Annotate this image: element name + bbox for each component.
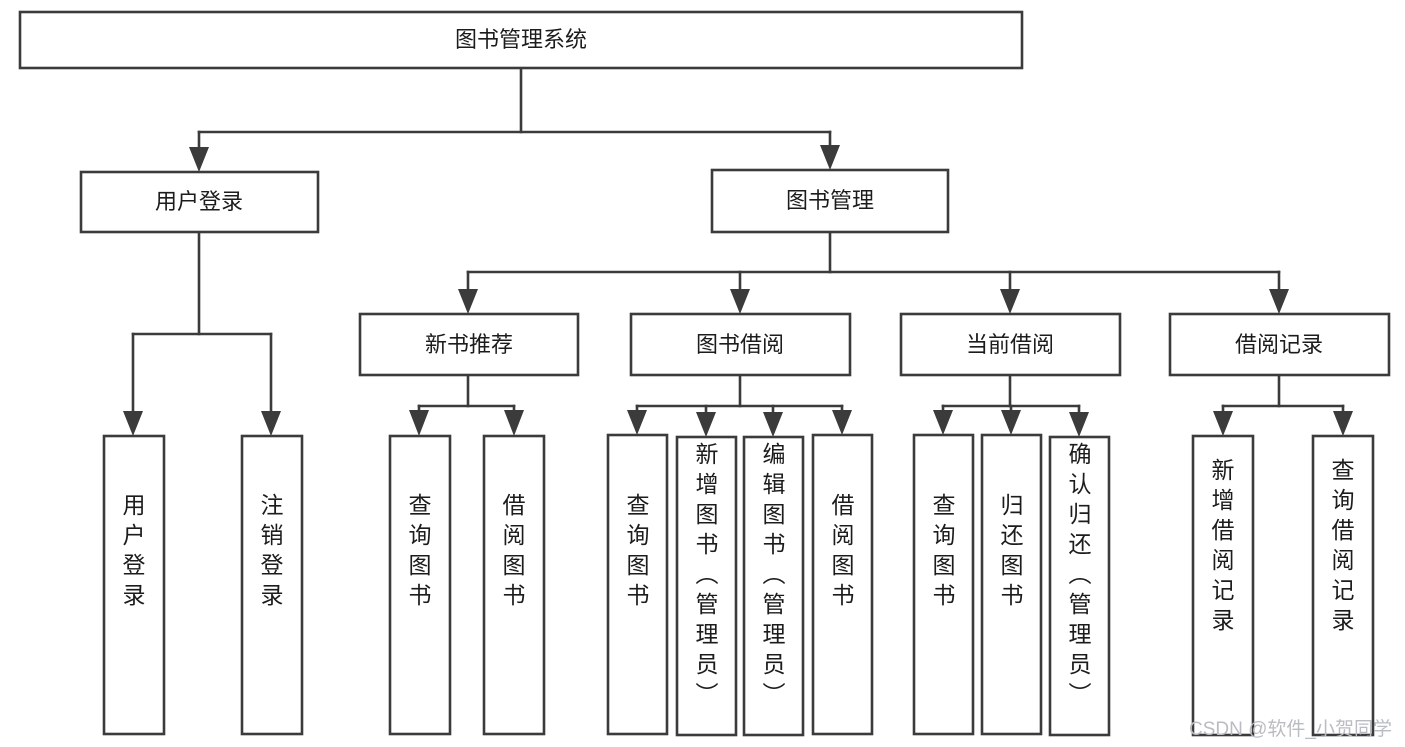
node-leaf-return-book[interactable]: 归还图书 [980, 433, 1043, 736]
node-leaf-add-record-label: 新增借阅记录 [1212, 457, 1235, 633]
node-leaf-logout-login-box[interactable] [240, 434, 304, 736]
node-current-borrow[interactable]: 当前借阅 [899, 312, 1122, 377]
arrow-head-nbr-leaf-1 [409, 410, 429, 436]
node-leaf-confirm-return-label: 确认归还︵管理员︶ [1069, 441, 1092, 707]
node-leaf-query-book-2[interactable]: 查询图书 [606, 433, 669, 736]
node-book-borrow-box[interactable] [629, 312, 852, 377]
arrow-head-cb-leaf-2 [1001, 410, 1021, 435]
node-leaf-add-record-box[interactable] [1191, 434, 1255, 737]
node-leaf-query-book-2-label: 查询图书 [627, 492, 650, 608]
arrow-head-book-management [820, 145, 840, 170]
arrow-head-borrow-record [1269, 289, 1289, 314]
node-leaf-edit-book-box[interactable] [742, 435, 805, 737]
node-user-login-box[interactable] [79, 170, 320, 234]
arrow-head-cb-leaf-1 [933, 410, 953, 435]
node-leaf-query-book-3-box[interactable] [912, 433, 975, 736]
node-book-management-box[interactable] [710, 168, 950, 234]
node-leaf-query-book-2-box[interactable] [606, 433, 669, 736]
connector-layer [123, 66, 1353, 437]
arrow-head-leaf-logout-login [261, 411, 281, 436]
arrow-head-book-borrow [730, 289, 750, 314]
node-borrow-record-label: 借阅记录 [1235, 332, 1323, 357]
node-root-label: 图书管理系统 [455, 27, 587, 52]
node-leaf-borrow-book-1[interactable]: 借阅图书 [482, 434, 546, 736]
node-book-management-label: 图书管理 [786, 188, 874, 213]
arrow-head-current-borrow [1000, 289, 1020, 314]
node-leaf-logout-login[interactable]: 注销登录 [240, 434, 304, 736]
node-book-management[interactable]: 图书管理 [710, 168, 950, 234]
node-leaf-edit-book[interactable]: 编辑图书︵管理员︶ [742, 435, 805, 737]
node-leaf-confirm-return-box[interactable] [1048, 435, 1111, 737]
arrow-head-br-leaf-2 [1333, 411, 1353, 436]
node-current-borrow-label: 当前借阅 [966, 332, 1054, 357]
arrow-head-bb-leaf-4 [832, 410, 852, 435]
node-new-book-recommend-box[interactable] [358, 312, 580, 377]
node-leaf-logout-login-label: 注销登录 [261, 492, 284, 608]
csdn-watermark: CSDN @软件_小贺同学 [1189, 718, 1392, 740]
node-root-box[interactable] [18, 10, 1024, 70]
node-leaf-query-book-3-label: 查询图书 [933, 492, 956, 608]
node-leaf-query-record-box[interactable] [1311, 434, 1375, 737]
arrow-head-user-login [189, 147, 209, 172]
node-user-login-label: 用户登录 [155, 189, 243, 214]
node-leaf-user-login-box[interactable] [102, 434, 166, 736]
arrow-head-leaf-user-login [123, 411, 143, 436]
node-book-borrow[interactable]: 图书借阅 [629, 312, 852, 377]
node-leaf-query-record[interactable]: 查询借阅记录 [1311, 434, 1375, 737]
node-leaf-user-login[interactable]: 用户登录 [102, 434, 166, 736]
node-leaf-query-record-label: 查询借阅记录 [1332, 457, 1355, 633]
node-leaf-return-book-label: 归还图书 [1001, 492, 1024, 608]
node-borrow-record[interactable]: 借阅记录 [1168, 312, 1391, 377]
node-leaf-borrow-book-1-label: 借阅图书 [503, 492, 526, 608]
arrow-head-bb-leaf-1 [627, 410, 647, 435]
node-book-borrow-label: 图书借阅 [696, 332, 784, 357]
arrow-head-nbr-leaf-2 [504, 410, 524, 436]
node-leaf-query-book-3[interactable]: 查询图书 [912, 433, 975, 736]
node-leaf-borrow-book-2[interactable]: 借阅图书 [811, 433, 874, 736]
node-leaf-edit-book-label: 编辑图书︵管理员︶ [763, 441, 786, 707]
node-leaf-borrow-book-2-box[interactable] [811, 433, 874, 736]
node-leaf-borrow-book-1-box[interactable] [482, 434, 546, 736]
node-leaf-query-book-1-box[interactable] [388, 434, 452, 736]
node-root[interactable]: 图书管理系统 [18, 10, 1024, 70]
arrow-head-cb-leaf-3 [1069, 412, 1089, 437]
node-new-book-recommend[interactable]: 新书推荐 [358, 312, 580, 377]
node-leaf-add-book[interactable]: 新增图书︵管理员︶ [675, 435, 738, 737]
node-leaf-confirm-return[interactable]: 确认归还︵管理员︶ [1048, 435, 1111, 737]
node-leaf-return-book-box[interactable] [980, 433, 1043, 736]
arrow-head-new-book-recommend [458, 289, 478, 314]
node-user-login[interactable]: 用户登录 [79, 170, 320, 234]
node-leaf-query-book-1[interactable]: 查询图书 [388, 434, 452, 736]
node-borrow-record-box[interactable] [1168, 312, 1391, 377]
node-leaf-add-book-box[interactable] [675, 435, 738, 737]
node-leaf-query-book-1-label: 查询图书 [409, 492, 432, 608]
node-new-book-recommend-label: 新书推荐 [425, 332, 513, 357]
node-leaf-borrow-book-2-label: 借阅图书 [832, 492, 855, 608]
node-leaf-add-book-label: 新增图书︵管理员︶ [696, 441, 719, 707]
node-leaf-add-record[interactable]: 新增借阅记录 [1191, 434, 1255, 737]
arrow-head-bb-leaf-3 [763, 412, 783, 437]
node-current-borrow-box[interactable] [899, 312, 1122, 377]
node-leaf-user-login-label: 用户登录 [123, 492, 146, 608]
arrow-head-bb-leaf-2 [696, 412, 716, 437]
arrow-head-br-leaf-1 [1213, 411, 1233, 436]
